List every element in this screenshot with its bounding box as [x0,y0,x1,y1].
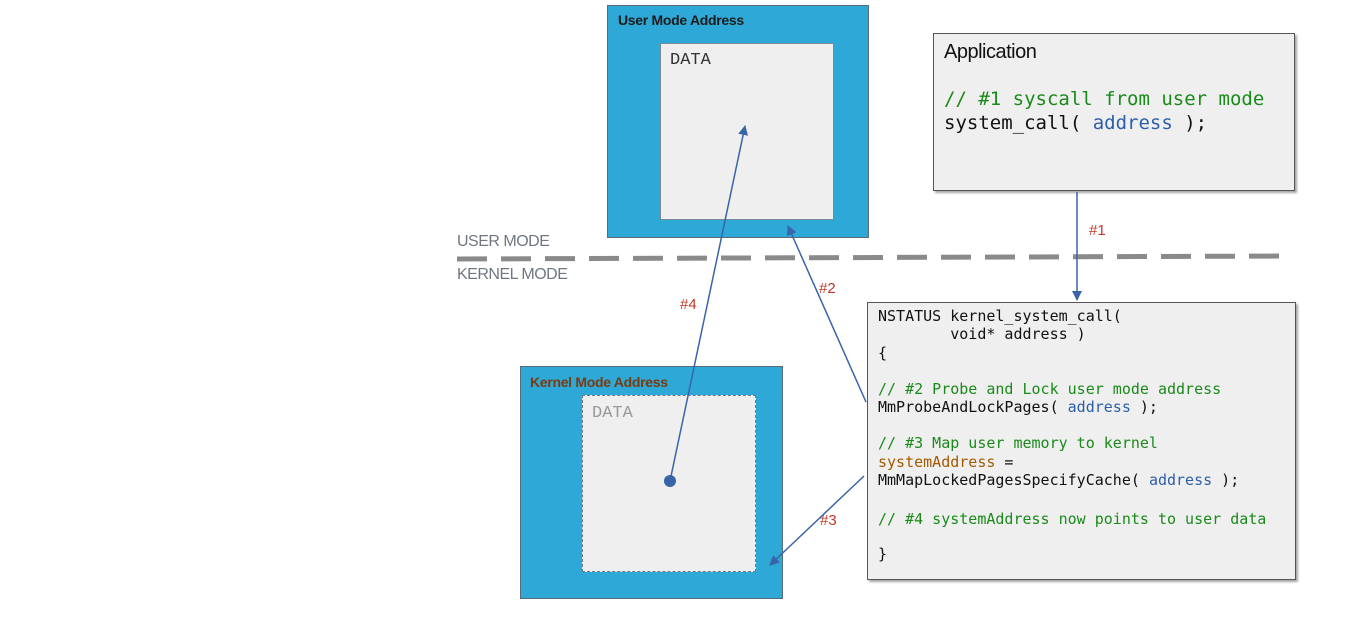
sysaddr-var: systemAddress [878,453,996,471]
kernel-line-map: MmMapLockedPagesSpecifyCache( address ); [878,471,1239,489]
step-1-label: #1 [1089,222,1106,239]
application-call: system_call( address ); [944,112,1207,134]
kernel-signature-line1: NSTATUS kernel_system_call( [878,307,1122,325]
kernel-line-probe: MmProbeAndLockPages( address ); [878,398,1158,416]
kernel-comment-3: // #3 Map user memory to kernel [878,434,1158,452]
probe-end: ); [1130,398,1158,416]
user-kernel-divider [456,253,1291,262]
system-address-pointer-dot [664,475,676,487]
kernel-mode-label: KERNEL MODE [457,266,568,283]
kernel-close-brace: } [878,545,888,563]
probe-arg: address [1067,398,1131,416]
kernel-mode-address-title: Kernel Mode Address [530,374,668,390]
kernel-code-box: NSTATUS kernel_system_call( void* addres… [867,302,1296,580]
kernel-signature-line2: void* address ) [878,325,1086,343]
kernel-open-brace: { [878,344,888,362]
kernel-data-label: DATA [592,404,633,423]
map-arg: address [1148,471,1213,489]
kernel-comment-4: // #4 systemAddress now points to user d… [878,510,1267,528]
user-mode-address-box: User Mode Address DATA [607,5,869,238]
sysaddr-eq: = [995,453,1014,471]
arrow-step-4 [669,125,749,482]
kernel-comment-2: // #2 Probe and Lock user mode address [878,380,1222,398]
arrow-step-3 [769,475,865,566]
step-2-label: #2 [819,280,836,297]
probe-fn: MmProbeAndLockPages( [878,398,1068,416]
kernel-mode-address-box: Kernel Mode Address DATA [520,366,783,599]
user-data-area: DATA [660,43,834,220]
map-fn: MmMapLockedPagesSpecifyCache( [878,471,1149,489]
application-call-end: ); [1172,112,1208,134]
kernel-line-sysaddr: systemAddress = [878,453,1013,471]
user-data-label: DATA [670,51,711,70]
step-3-label: #3 [820,512,837,529]
arrow-step-2 [787,225,867,403]
application-comment: // #1 syscall from user mode [944,88,1265,110]
application-call-arg: address [1092,112,1173,134]
user-mode-address-title: User Mode Address [618,12,744,28]
step-4-label: #4 [680,296,697,313]
application-title: Application [944,41,1037,63]
application-call-fn: system_call( [944,112,1093,134]
user-mode-label: USER MODE [457,233,550,250]
application-box: Application // #1 syscall from user mode… [933,33,1295,191]
map-end: ); [1212,471,1240,489]
